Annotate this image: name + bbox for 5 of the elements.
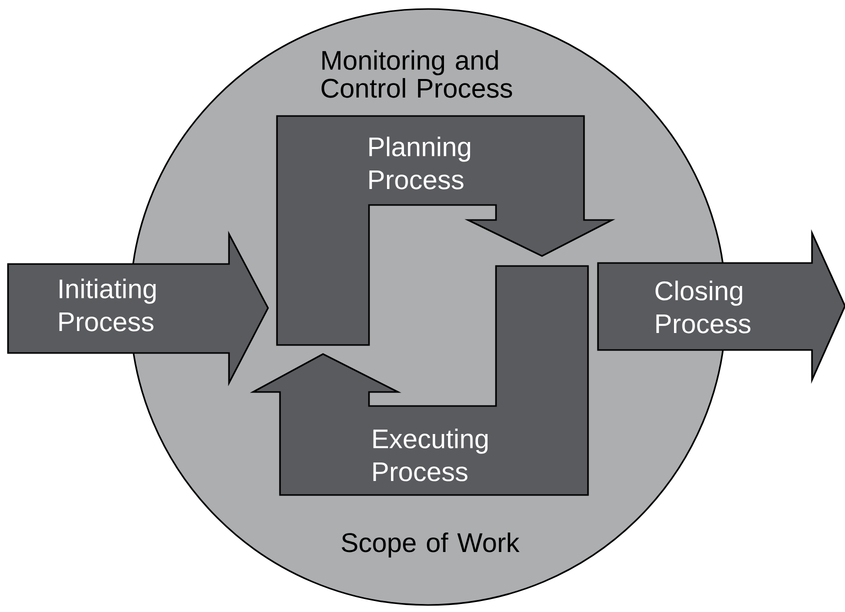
arrow-label: Planning Process bbox=[369, 136, 470, 190]
arrow-label: Executing Process bbox=[373, 428, 488, 482]
arrow-label: Initiating Process bbox=[59, 278, 156, 332]
label: Monitoring and Control Process bbox=[322, 50, 512, 98]
label: Scope of Work bbox=[342, 532, 520, 558]
